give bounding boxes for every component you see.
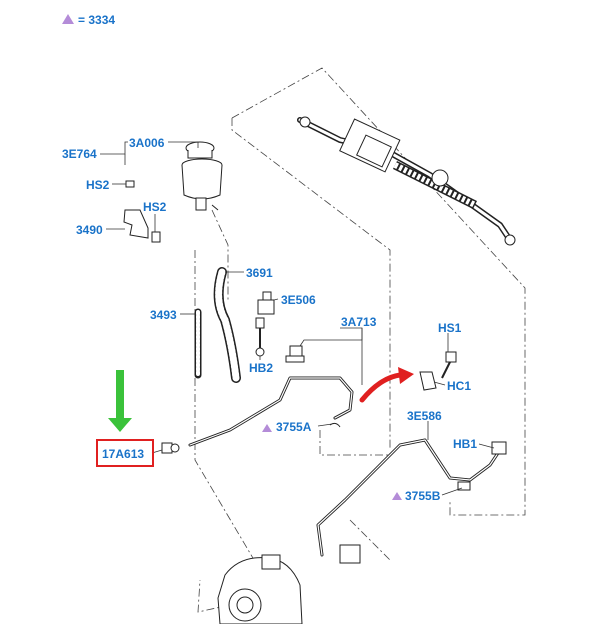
hose-clip-hc1 xyxy=(419,351,457,391)
leader-lines xyxy=(100,141,495,496)
hose-3691 xyxy=(213,267,241,383)
label-3493: 3493 xyxy=(150,308,177,322)
label-3490: 3490 xyxy=(76,223,103,237)
triangle-icon xyxy=(392,492,402,500)
triangle-icon xyxy=(262,424,272,432)
label-hc1: HC1 xyxy=(447,379,471,393)
green-arrow xyxy=(108,370,132,432)
fitting-17a613 xyxy=(161,442,180,454)
label-hs1: HS1 xyxy=(438,321,462,335)
power-steering-pump xyxy=(217,554,303,624)
red-arrow xyxy=(359,367,414,403)
label-3e764: 3E764 xyxy=(62,147,97,161)
part-labels: 3E764 3A006 HS2 HS2 3490 3691 3E506 3493… xyxy=(62,136,477,503)
label-hs2: HS2 xyxy=(86,178,110,192)
label-hs2: HS2 xyxy=(143,200,167,214)
legend-text: = 3334 xyxy=(78,13,115,27)
label-3a006: 3A006 xyxy=(129,136,165,150)
label-3e586: 3E586 xyxy=(407,409,442,423)
label-3691: 3691 xyxy=(246,266,273,280)
label-3755b: 3755B xyxy=(405,489,441,503)
reservoir xyxy=(181,141,223,211)
steering-rack xyxy=(297,116,516,246)
pipe-3e586 xyxy=(316,438,507,564)
label-17a613: 17A613 xyxy=(102,447,144,461)
legend: = 3334 xyxy=(62,13,115,27)
label-hb1: HB1 xyxy=(453,437,477,451)
label-3755a: 3755A xyxy=(276,420,312,434)
pipe-3a713 xyxy=(188,345,354,447)
highlight-box xyxy=(96,439,154,467)
legend-triangle-icon xyxy=(62,14,74,24)
clamp-3e506 xyxy=(255,291,275,357)
label-hb2: HB2 xyxy=(249,361,273,375)
label-3e506: 3E506 xyxy=(281,293,316,307)
label-3a713: 3A713 xyxy=(341,315,377,329)
bracket-3490 xyxy=(123,180,161,243)
boundary-lines xyxy=(194,67,526,613)
